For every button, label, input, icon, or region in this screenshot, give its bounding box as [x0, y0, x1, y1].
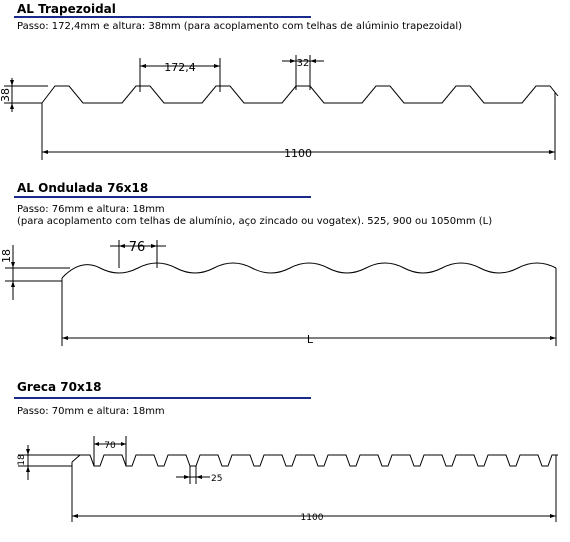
- pitch-label: 70: [104, 441, 116, 451]
- total-label: L: [307, 333, 314, 346]
- section-title-trapezoidal: AL Trapezoidal: [17, 2, 116, 16]
- height-label: 38: [0, 88, 12, 102]
- section-rule: [14, 397, 311, 399]
- pitch-label: 172,4: [164, 61, 196, 74]
- section-rule: [14, 196, 311, 198]
- height-label: 18: [0, 249, 13, 263]
- total-label: 1100: [284, 147, 312, 160]
- greca-profile: [71, 454, 558, 467]
- dimension-arrows: [10, 59, 556, 518]
- trapezoidal-profile: [41, 85, 559, 104]
- section-description-line-1: Passo: 76mm e altura: 18mm: [17, 204, 165, 215]
- pitch-label: 76: [129, 240, 146, 255]
- section-description-line-2: (para acoplamento com telhas de alumínio…: [17, 216, 493, 227]
- section-description: Passo: 172,4mm e altura: 38mm (para acop…: [17, 21, 463, 32]
- section-rule: [14, 16, 311, 18]
- crest-label: 32: [297, 58, 310, 69]
- total-label: 1100: [301, 513, 324, 523]
- ondulada-profile: [61, 262, 557, 279]
- crest-label: 25: [211, 474, 222, 484]
- section-description: Passo: 70mm e altura: 18mm: [17, 406, 165, 417]
- section-title-greca: Greca 70x18: [17, 380, 102, 394]
- height-label: 18: [17, 454, 27, 466]
- section-title-ondulada: AL Ondulada 76x18: [17, 181, 149, 195]
